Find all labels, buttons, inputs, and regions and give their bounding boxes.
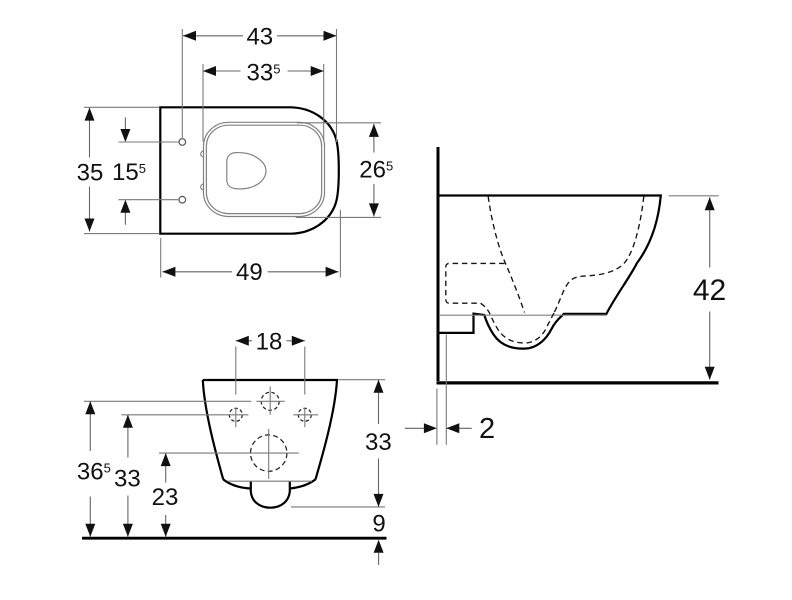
svg-text:49: 49 [236,259,263,286]
svg-text:9: 9 [372,511,385,538]
svg-text:18: 18 [256,329,283,356]
svg-text:2: 2 [479,413,495,445]
svg-text:35: 35 [77,160,104,187]
svg-text:33: 33 [365,429,392,456]
svg-text:42: 42 [693,274,726,307]
svg-text:33: 33 [114,465,141,492]
svg-text:23: 23 [152,484,179,511]
svg-text:43: 43 [246,24,273,51]
svg-text:365: 365 [77,458,111,485]
